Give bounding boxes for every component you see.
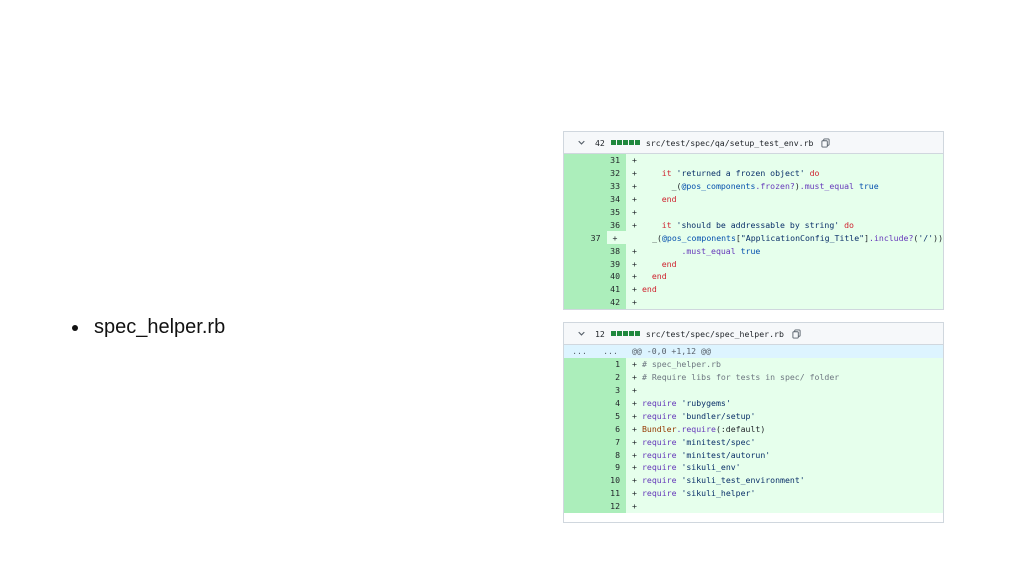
line-number[interactable]: 31 [564,154,626,167]
diff-line: 10+require 'sikuli_test_environment' [564,473,943,487]
bullet-text: spec_helper.rb [94,316,226,338]
copy-icon[interactable] [792,329,801,339]
line-number[interactable]: 32 [564,166,626,180]
line-code: + [626,295,943,309]
diff-line: 11+require 'sikuli_helper' [564,486,943,500]
diff-line: 2+# Require libs for tests in spec/ fold… [564,370,943,384]
diff-line: 32+ it 'returned a frozen object' do [564,166,943,180]
diff-line: 9+require 'sikuli_env' [564,461,943,474]
line-number[interactable]: 42 [564,295,626,309]
line-number[interactable]: 41 [564,282,626,296]
line-number[interactable]: 10 [564,473,626,487]
line-number[interactable]: 34 [564,192,626,206]
line-code: +require 'sikuli_test_environment' [626,473,943,487]
line-code: + [626,383,943,397]
line-code: +require 'minitest/spec' [626,435,943,449]
line-number[interactable]: 39 [564,257,626,271]
line-number[interactable]: 1 [564,357,626,371]
line-code: + [626,205,943,219]
chevron-down-icon[interactable] [578,139,585,146]
line-code: +require 'sikuli_helper' [626,486,943,500]
diffstat-blocks [610,331,640,336]
diffstat-blocks [610,140,640,145]
bullet-item: spec_helper.rb [72,316,225,339]
line-number[interactable]: 37 [564,231,607,245]
line-number[interactable]: 12 [564,499,626,513]
line-number[interactable]: 2 [564,370,626,384]
hunk-header: ... ... @@ -0,0 +1,12 @@ [564,345,943,358]
line-code: + end [626,192,943,206]
diff-line: 12+ [564,499,943,513]
bullet-dot [72,324,78,331]
diff-line: 33+ _(@pos_components.frozen?).must_equa… [564,179,943,193]
line-number[interactable]: 6 [564,422,626,436]
diff-line: 1+# spec_helper.rb [564,357,943,371]
diff-line: 42+ [564,295,943,309]
line-code: + end [626,270,943,283]
line-number[interactable]: 9 [564,461,626,474]
diff-line: 38+ .must_equal true [564,244,943,258]
hunk-text: @@ -0,0 +1,12 @@ [626,345,943,358]
hunk-expand-right[interactable]: ... [595,345,626,358]
line-code: + it 'should be addressable by string' d… [626,218,943,232]
diff-line: 4+require 'rubygems' [564,396,943,410]
line-number[interactable]: 4 [564,396,626,410]
line-code: +# spec_helper.rb [626,357,943,371]
diff-line: 37+ _(@pos_components["ApplicationConfig… [564,231,943,245]
line-number[interactable]: 8 [564,448,626,462]
line-number[interactable]: 3 [564,383,626,397]
diff-line: 7+require 'minitest/spec' [564,435,943,449]
line-code: +# Require libs for tests in spec/ folde… [626,370,943,384]
copy-icon[interactable] [821,138,831,148]
line-code: +Bundler.require(:default) [626,422,943,436]
diff-line: 8+require 'minitest/autorun' [564,448,943,462]
line-code: +require 'bundler/setup' [626,409,943,423]
line-code: + _(@pos_components.frozen?).must_equal … [626,179,943,193]
diff-line: 41+end [564,282,943,296]
line-number[interactable]: 5 [564,409,626,423]
diff-line: 40+ end [564,270,943,283]
changed-lines-count: 12 [595,328,605,339]
line-number[interactable]: 35 [564,205,626,219]
line-code: +end [626,282,943,296]
line-code: + [626,499,943,513]
line-number[interactable]: 7 [564,435,626,449]
changed-lines-count: 42 [595,137,605,148]
diff-file-spec-helper: 12 src/test/spec/spec_helper.rb ... ... … [563,322,944,523]
diff-line: 31+ [564,154,943,167]
line-code: +require 'rubygems' [626,396,943,410]
line-code: +require 'sikuli_env' [626,461,943,474]
diff-line: 5+require 'bundler/setup' [564,409,943,423]
file-path[interactable]: src/test/spec/qa/setup_test_env.rb [645,137,814,148]
file-path[interactable]: src/test/spec/spec_helper.rb [645,328,784,339]
line-number[interactable]: 33 [564,179,626,193]
line-number[interactable]: 11 [564,486,626,500]
diff-line: 6+Bundler.require(:default) [564,422,943,436]
line-code: + _(@pos_components["ApplicationConfig_T… [606,231,943,245]
diff-file-setup-test-env: 42 src/test/spec/qa/setup_test_env.rb 31… [563,131,944,310]
chevron-down-icon[interactable] [578,330,585,337]
diff-line: 34+ end [564,192,943,206]
diff-line: 36+ it 'should be addressable by string'… [564,218,943,232]
line-code: + .must_equal true [626,244,943,258]
line-code: + end [626,257,943,271]
diff-file-header: 42 src/test/spec/qa/setup_test_env.rb [564,132,943,154]
diff-file-header: 12 src/test/spec/spec_helper.rb [564,323,943,345]
line-code: +require 'minitest/autorun' [626,448,943,462]
diff-line: 3+ [564,383,943,397]
line-number[interactable]: 40 [564,270,626,283]
line-number[interactable]: 36 [564,218,626,232]
diff-line: 39+ end [564,257,943,271]
diff-line: 35+ [564,205,943,219]
line-code: + it 'returned a frozen object' do [626,166,943,180]
hunk-expand-left[interactable]: ... [564,345,595,358]
line-code: + [626,154,943,167]
line-number[interactable]: 38 [564,244,626,258]
